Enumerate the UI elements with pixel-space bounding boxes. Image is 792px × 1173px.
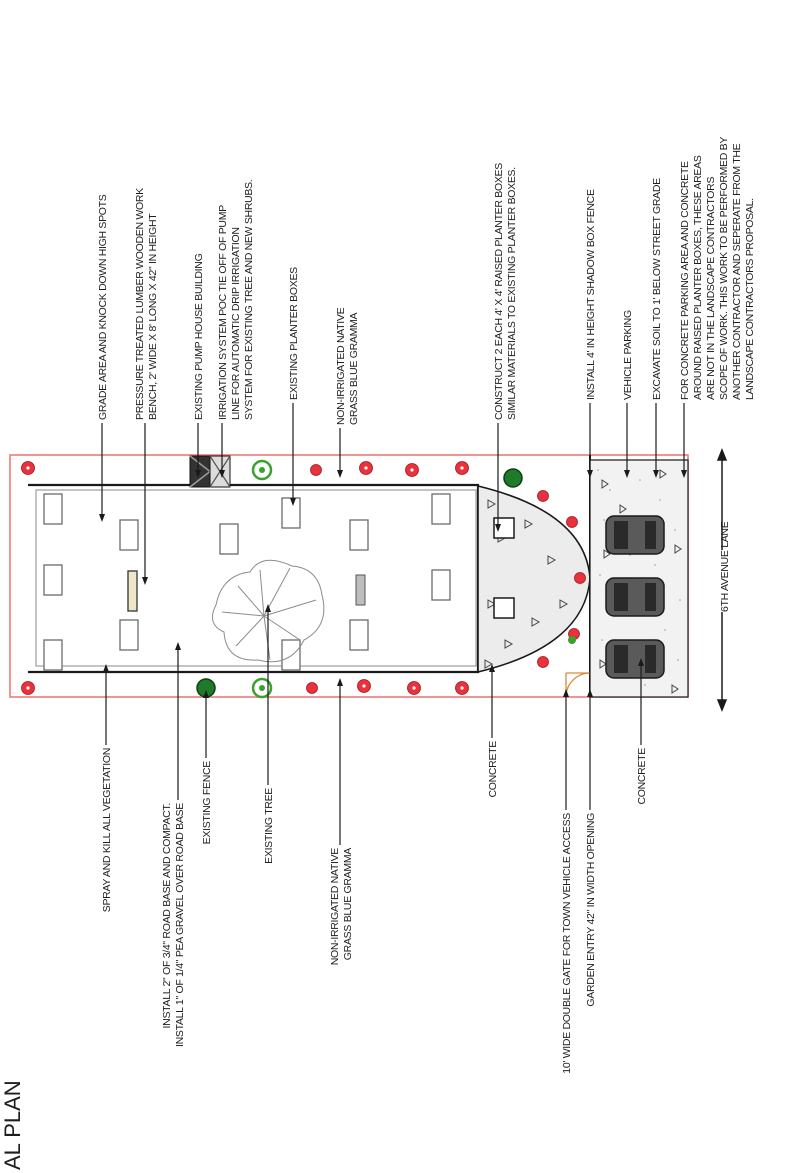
label-road-base-2: INSTALL 1" OF 1/4" PEA GRAVEL OVER ROAD …: [174, 803, 186, 1047]
leader-lines-top: [101, 403, 685, 577]
garden-fence: [28, 483, 480, 674]
double-gate: [565, 672, 591, 698]
label-bench-2: BENCH, 2' WIDE X 8' LONG X 42" IN HEIGHT: [147, 213, 159, 420]
label-irrigation-3: SYSTEM FOR EXISTING TREE AND NEW SHRUBS.: [243, 180, 255, 420]
label-road-base-1: INSTALL 2" OF 3/4" ROAD BASE AND COMPACT…: [161, 803, 173, 1028]
label-spray-kill: SPRAY AND KILL ALL VEGETATION: [101, 748, 113, 912]
vehicle-icon: [605, 639, 665, 679]
label-note-6: LANDSCAPE CONTRACTORS PROPOSAL.: [744, 198, 756, 400]
label-raised-planters-1: CONSTRUCT 2 EACH 4' X 4' RAISED PLANTER …: [493, 163, 505, 420]
label-grade-area: GRADE AREA AND KNOCK DOWN HIGH SPOTS: [97, 194, 109, 420]
raised-planter-box: [493, 517, 515, 539]
label-note-2: AROUND RAISED PLANTER BOXES, THESE AREAS: [692, 155, 704, 400]
label-note-4: SCOPE OF WORK. THIS WORK TO BE PERFORMED…: [718, 137, 730, 400]
label-irrigation-1: IRRIGATION SYSTEM POC TIE OFF OF PUMP: [217, 205, 229, 420]
shrub-icon: [568, 636, 576, 644]
label-bench-1: PRESSURE TREATED LUMBER WOODEN WORK: [134, 188, 146, 420]
leader-arrows-bottom: [103, 604, 644, 698]
label-note-5: ANOTHER CONTRACTOR AND SEPERATE FROM THE: [731, 143, 743, 400]
label-note-1: FOR CONCRETE PARKING AREA AND CONCRETE: [679, 161, 691, 400]
plan-title: AL PLAN: [0, 1080, 25, 1170]
existing-planter-boxes: [43, 493, 451, 671]
label-double-gate: 10' WIDE DOUBLE GATE FOR TOWN VEHICLE AC…: [561, 813, 573, 1074]
label-shadow-box-fence: INSTALL 4' IN HEIGHT SHADOW BOX FENCE: [585, 189, 597, 400]
shrub-icon: [503, 468, 523, 488]
label-existing-planters: EXISTING PLANTER BOXES: [288, 267, 300, 400]
label-native-grass-bottom-1: NON-IRRIGATED NATIVE: [329, 848, 341, 966]
garden-gravel-area: [35, 489, 477, 667]
label-native-grass-top-2: GRASS BLUE GRAMMA: [348, 313, 360, 425]
lane-arrow-line: [716, 447, 728, 713]
label-native-grass-top-1: NON-IRRIGATED NATIVE: [335, 307, 347, 425]
label-note-3: ARE NOT IN THE LANDSCAPE CONTRACTORS: [705, 177, 717, 400]
label-irrigation-2: LINE FOR AUTOMATIC DRIP IRRIGATION: [230, 227, 242, 420]
label-excavate: EXCAVATE SOIL TO 1' BELOW STREET GRADE: [651, 178, 663, 400]
label-existing-tree: EXISTING TREE: [263, 788, 275, 864]
wooden-bench: [127, 570, 138, 612]
leader-lines-bottom: [105, 612, 642, 845]
label-vehicle-parking: VEHICLE PARKING: [622, 310, 634, 400]
vehicle-icon: [605, 577, 665, 617]
label-pump-house: EXISTING PUMP HOUSE BUILDING: [193, 253, 205, 420]
existing-tree-canopy: [211, 559, 325, 663]
existing-tree-icon: [251, 459, 273, 481]
label-existing-fence: EXISTING FENCE: [201, 761, 213, 845]
planter-box-grey: [355, 574, 366, 606]
concrete-planter-area: [477, 484, 591, 674]
label-garden-entry: GARDEN ENTRY 42" IN WIDTH OPENING: [585, 813, 597, 1007]
label-concrete-parking: CONCRETE: [636, 748, 648, 805]
label-native-grass-bottom-2: GRASS BLUE GRAMMA: [342, 848, 354, 960]
lane-label: 6TH AVENUE LANE: [719, 521, 731, 612]
label-raised-planters-2: SIMILAR MATERIALS TO EXISTING PLANTER BO…: [506, 167, 518, 420]
existing-tree-icon: [251, 677, 273, 699]
label-concrete-left: CONCRETE: [487, 741, 499, 798]
raised-planter-box: [493, 597, 515, 619]
leader-arrows-top: [99, 470, 687, 585]
red-plant-centers: [26, 466, 464, 690]
vehicle-icon: [605, 515, 665, 555]
